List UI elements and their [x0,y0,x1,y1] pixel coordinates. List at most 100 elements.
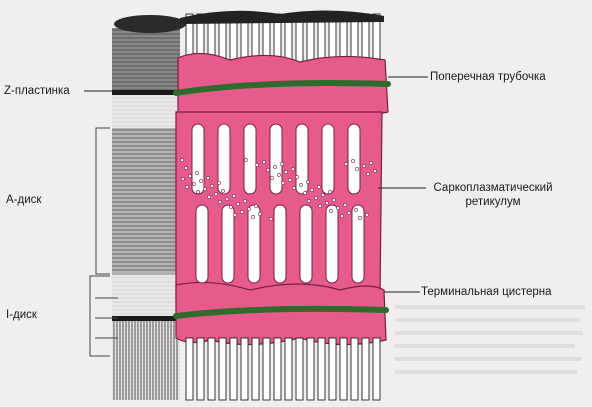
reticulum-dot [281,181,285,185]
reticulum-dot [295,175,299,179]
reticulum-dot [277,173,281,177]
reticulum-dot [292,186,296,190]
reticulum-dot [236,202,240,206]
reticulum-dot [270,176,274,180]
bottom-fibril-rod [339,337,348,401]
reticulum-gap-upper [347,123,361,195]
reticulum-gap-upper [321,123,335,195]
top-fibril-cap [180,10,384,24]
label-transverse-tubule: Поперечная трубочка [430,71,546,83]
reticulum-dot [303,191,307,195]
reticulum-dot [254,204,258,208]
reticulum-dot [251,215,255,219]
reticulum-dot [199,179,203,183]
reticulum-dot [247,207,251,211]
reticulum-dot [332,198,336,202]
bottom-fibril-rod [229,337,238,401]
reticulum-dot [369,161,373,165]
myofibril-column [112,15,186,400]
label-sr-line2: ретикулум [465,196,521,208]
reticulum-gap-upper [191,123,205,195]
reticulum-dot [344,162,348,166]
reticulum-dot [314,196,318,200]
reticulum-dot [196,190,200,194]
pointer-lines [84,76,428,293]
reticulum-dot [195,171,199,175]
reticulum-dot [217,181,221,185]
reticulum-dot [180,158,184,162]
transverse-tubule-lower [173,305,389,319]
bottom-fibril-rod [218,337,227,401]
reticulum-gap-upper [295,123,309,195]
reticulum-dot [284,170,288,174]
reticulum-dot [273,165,277,169]
reticulum-gap-lower [221,204,235,284]
reticulum-dot [336,206,340,210]
myofibril-top-cap [114,15,186,33]
z-line-lower [112,316,180,321]
reticulum-dot [258,212,262,216]
bottom-fibril-rod [295,337,304,401]
z-line-upper [112,90,180,95]
bottom-fibril-rod [361,337,370,401]
reticulum-dot [244,158,248,162]
reticulum-dot [347,211,351,215]
bottom-fibril-rod [240,337,249,401]
bottom-fibril-rod [284,337,293,401]
reticulum-gap-lower [325,204,339,284]
reticulum-dot [325,201,329,205]
label-z-plate: Z-пластинка [4,85,70,97]
reticulum-dot [355,167,359,171]
reticulum-gap-upper [217,123,231,195]
reticulum-dot [318,204,322,208]
reticulum-dot [240,210,244,214]
reticulum-dot [225,197,229,201]
reticulum-dot [192,182,196,186]
reticulum-dot [307,199,311,203]
bottom-fibril-rod [196,337,205,401]
reticulum-dot [291,167,295,171]
reticulum-dot [343,203,347,207]
reticulum-dot [233,213,237,217]
reticulum-dot [203,187,207,191]
label-a-disk: А-диск [6,194,42,206]
a-band-upper [112,28,180,90]
bottom-fibril-rod [306,337,315,401]
a-band-middle [112,128,180,273]
label-sarcoplasmic-reticulum: Саркоплазматический ретикулум [428,181,558,209]
reticulum-dot [354,208,358,212]
bottom-fibril-rod [317,337,326,401]
reticulum-dot [328,190,332,194]
reticulum-dot [280,162,284,166]
reticulum-dot [269,217,273,221]
bottom-fibril-rod [328,337,337,401]
reticulum-dot [184,166,188,170]
reticulum-gap-lower [195,204,209,284]
bottom-fibril-rod [251,337,260,401]
transverse-tubule-upper [173,80,391,96]
reticulum-dot [306,180,310,184]
reticulum-dot [188,174,192,178]
reticulum-dot [321,193,325,197]
reticulum-dot [266,168,270,172]
reticulum-gap-upper [269,123,283,195]
reticulum-gap-lower [351,204,365,284]
reticulum-dot [373,169,377,173]
reticulum-dot [207,195,211,199]
reticulum-dot [329,209,333,213]
reticulum-dot [288,178,292,182]
reticulum-dot [362,164,366,168]
reticulum-dot [232,194,236,198]
reticulum-dot [218,200,222,204]
reticulum-dot [214,192,218,196]
reticulum-dot [351,159,355,163]
reticulum-dot [221,189,225,193]
bottom-fibril-rod [262,337,271,401]
reticulum-dot [262,160,266,164]
reticulum-dot [299,183,303,187]
reticulum-dot [365,213,369,217]
label-sr-line1: Саркоплазматический [433,182,553,194]
reticulum-dot [317,185,321,189]
